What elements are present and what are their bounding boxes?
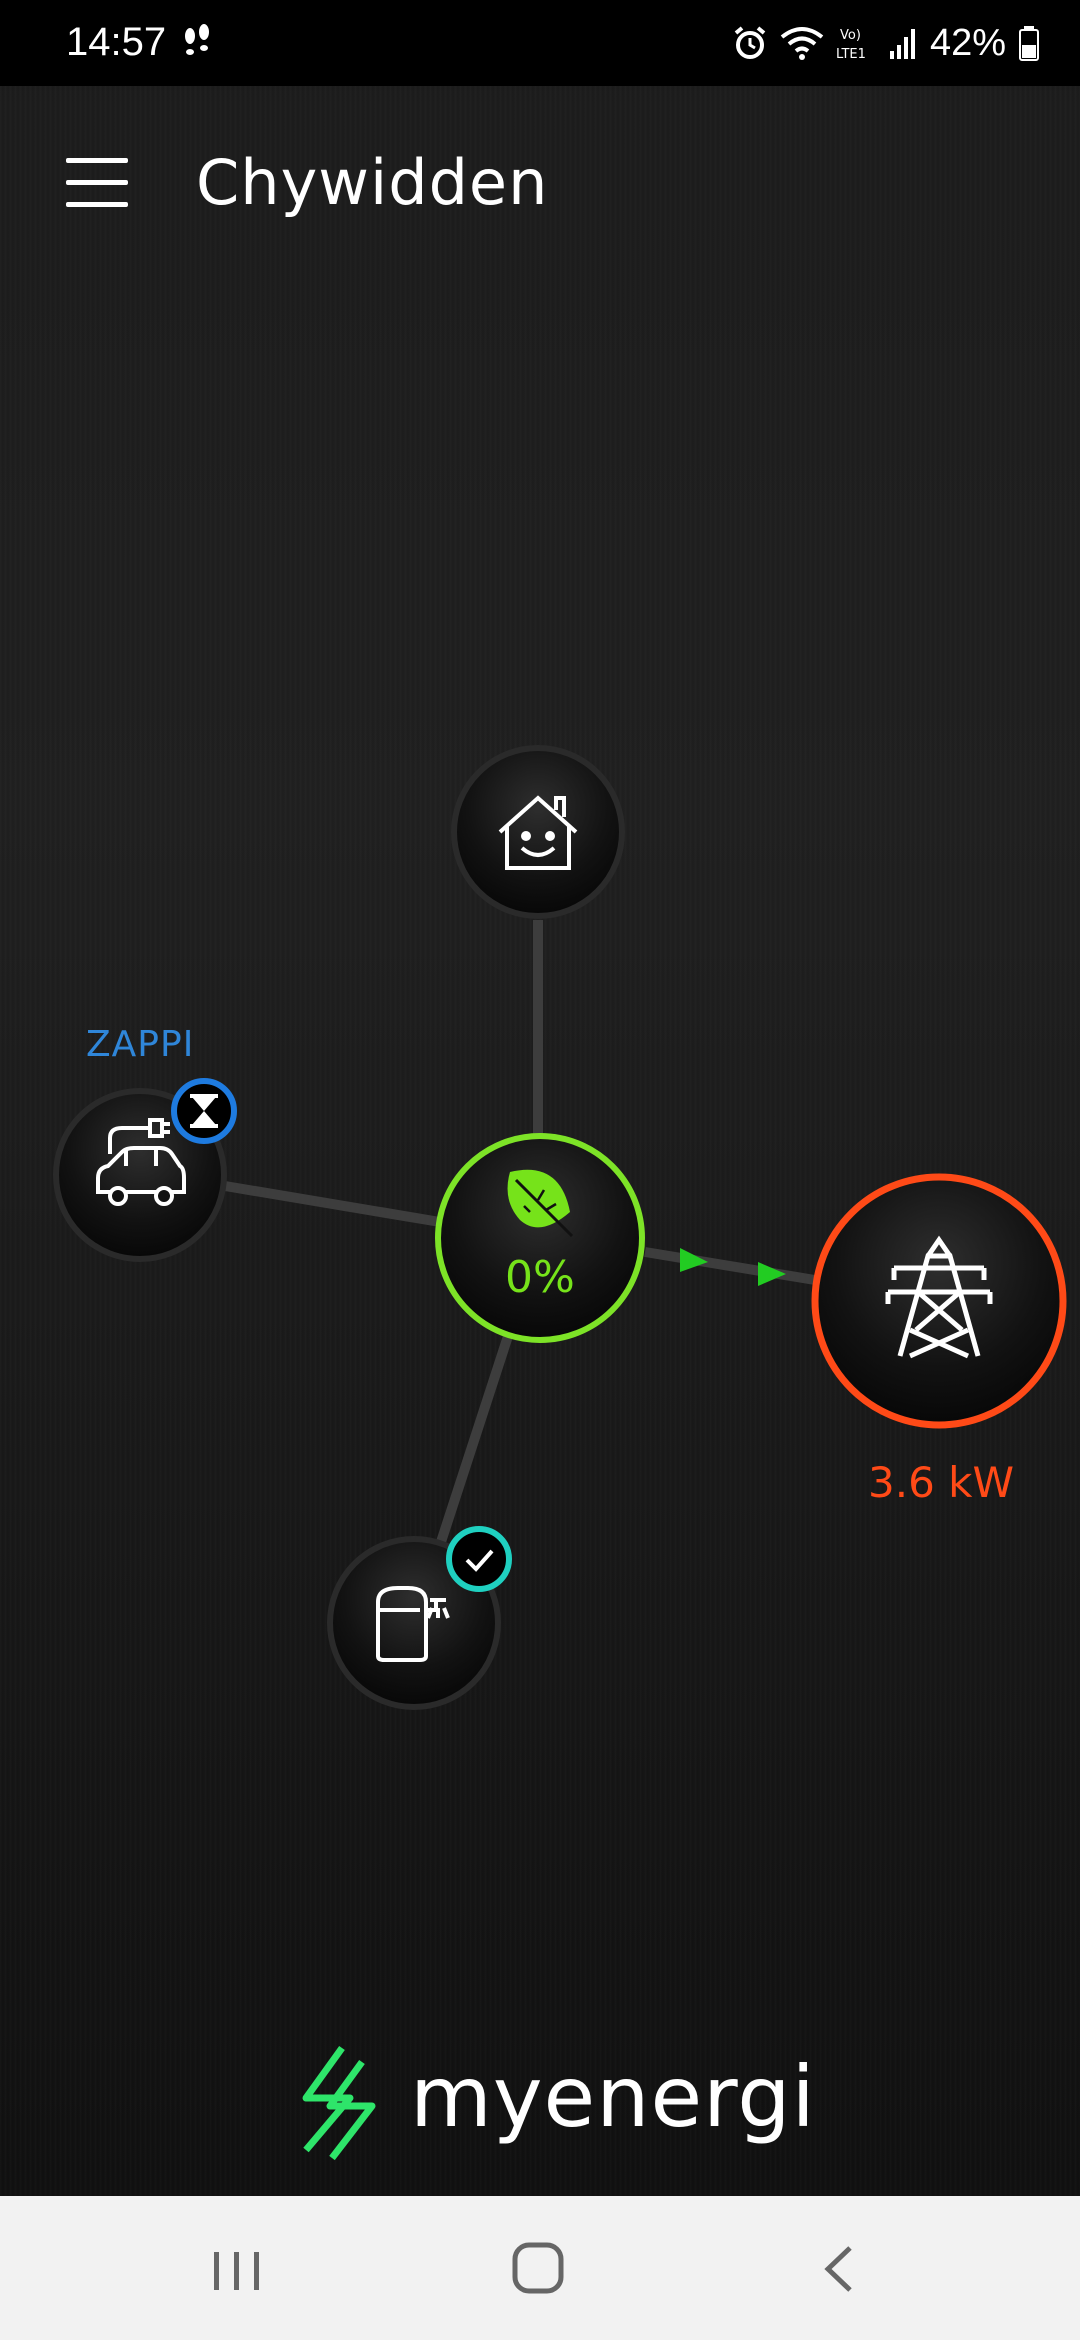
back-icon	[824, 2246, 852, 2292]
hamburger-menu-icon	[66, 158, 128, 163]
home-button[interactable]	[478, 2224, 598, 2314]
steps-icon	[185, 24, 209, 55]
pylon-icon	[885, 1235, 993, 1359]
hamburger-line	[66, 202, 128, 207]
myenergi-logo-icon	[302, 2045, 376, 2161]
back-button[interactable]	[780, 2224, 900, 2314]
svg-text:LTE1: LTE1	[836, 47, 866, 62]
hamburger-line	[66, 180, 128, 185]
alarm-icon	[734, 26, 766, 59]
water-heater-icon	[376, 1586, 450, 1662]
brand-name: myenergi	[410, 2048, 816, 2146]
leaf-icon	[507, 1169, 574, 1238]
wifi-icon	[780, 27, 824, 60]
check-icon	[465, 1549, 494, 1572]
status-time: 14:57	[66, 20, 167, 64]
recents-button[interactable]	[176, 2224, 296, 2314]
green-percentage: 0%	[505, 1252, 575, 1303]
zappi-label: ZAPPI	[86, 1024, 195, 1065]
eddi-status-badge	[446, 1526, 512, 1592]
recents-icon	[214, 2252, 259, 2290]
home-icon	[512, 2242, 564, 2294]
page-title: Chywidden	[196, 146, 549, 219]
car-charging-icon	[96, 1118, 186, 1206]
grid-node[interactable]	[811, 1173, 1067, 1429]
hub-node[interactable]	[435, 1133, 645, 1343]
menu-button[interactable]	[60, 150, 136, 216]
hourglass-icon	[190, 1094, 218, 1128]
brand-logo: myenergi	[300, 2040, 815, 2160]
grid-power-value: 3.6 kW	[868, 1458, 1014, 1507]
signal-icon	[889, 29, 915, 59]
battery-percent: 42%	[929, 21, 1006, 64]
house-node[interactable]	[451, 745, 625, 919]
status-icons: Vo) LTE1 42%	[732, 18, 1040, 68]
system-nav-bar	[0, 2196, 1080, 2340]
svg-text:Vo): Vo)	[840, 28, 861, 43]
zappi-status-badge	[171, 1078, 237, 1144]
battery-icon	[1019, 26, 1039, 61]
volte-icon: Vo) LTE1	[836, 28, 866, 62]
status-bar: 14:57 Vo) LTE1	[0, 0, 1080, 86]
flow-lines	[224, 920, 816, 1547]
smiling-house-icon	[498, 795, 578, 870]
flow-arrow	[758, 1262, 786, 1286]
flow-arrow	[680, 1248, 708, 1272]
